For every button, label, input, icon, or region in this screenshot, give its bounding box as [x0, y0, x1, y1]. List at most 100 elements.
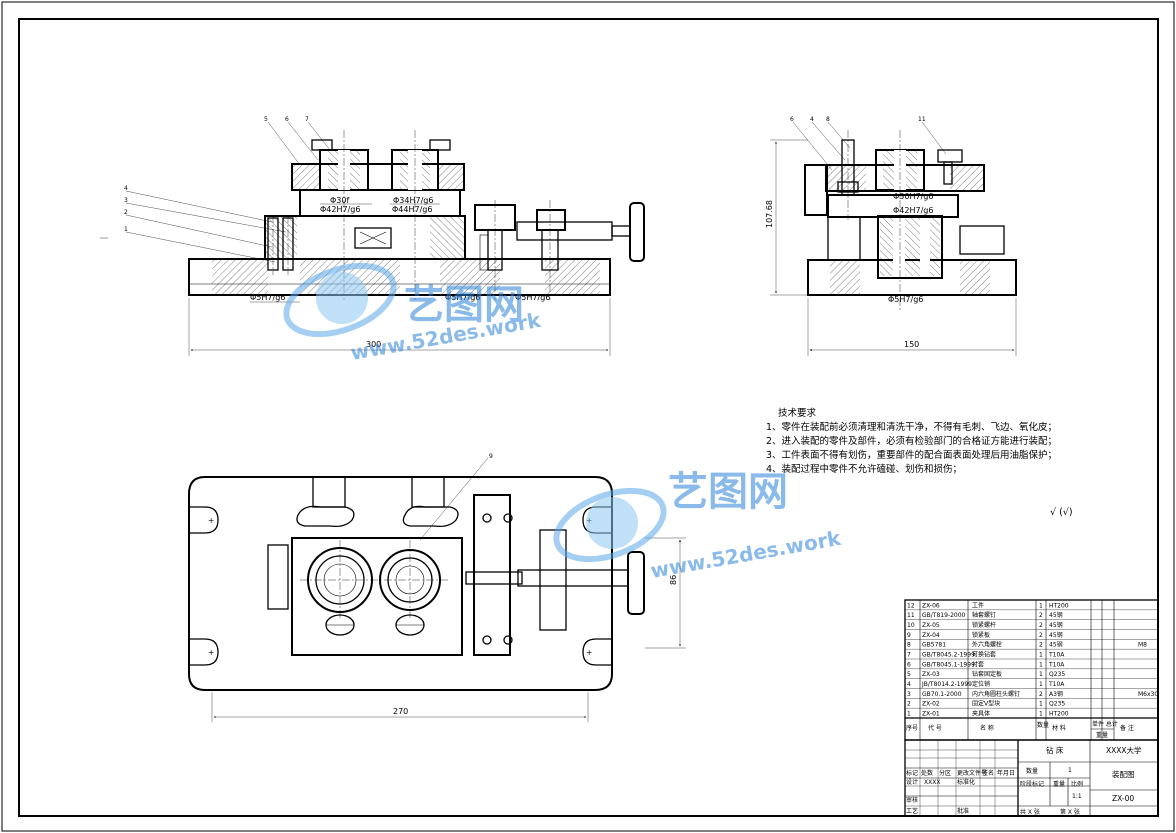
top-callout-9: 9: [489, 453, 493, 460]
tb-drawing-no: ZX-00: [1112, 794, 1134, 803]
bom-cell-seq: 6: [907, 661, 911, 668]
bom-cell-seq: 9: [907, 632, 911, 639]
bom-cell-qty: 2: [1039, 622, 1043, 629]
side-fit-2: Φ42H7/g6: [893, 206, 933, 215]
side-fit-1: Φ30H7/g6: [893, 192, 933, 201]
bom-cell-material: Q235: [1049, 701, 1065, 708]
sheet-inner-border: [18, 18, 1159, 817]
bom-cell-code: GB70.1-2000: [922, 691, 962, 698]
side-callout-4: 4: [810, 116, 814, 123]
tb-row-label: 分区: [939, 769, 951, 777]
tb-design-name: XXXX: [924, 779, 940, 786]
bom-cell-name: 可换钻套: [972, 651, 996, 659]
bom-cell-qty: 1: [1039, 602, 1043, 609]
tb-sheet-label: 共 X 张: [1020, 808, 1040, 816]
bom-cell-name: 衬套: [972, 660, 984, 668]
front-callout-1: 1: [124, 226, 128, 233]
front-fit-1: Φ30f: [330, 196, 349, 205]
front-overall-width-dim: 300: [366, 340, 381, 349]
title-block: 标记 处数 分区 更改文件号 签名 年月日 设计 XXXX 标准化 审核 工艺 …: [904, 739, 1159, 817]
bom-cell-seq: 7: [907, 652, 911, 659]
side-width-dim: 150: [904, 340, 919, 349]
bom-cell-material: T10A: [1048, 652, 1065, 659]
front-callout-3: 3: [124, 197, 128, 204]
bom-cell-material: 45钢: [1049, 631, 1063, 639]
front-fit-2: Φ42H7/g6: [320, 205, 360, 214]
bom-cell-qty: 1: [1039, 661, 1043, 668]
bom-cell-name: 锁紧板: [972, 631, 990, 639]
bom-cell-code: GB5781: [922, 642, 946, 649]
tb-row-label: 标记: [906, 769, 918, 777]
tech-req-item: 2、进入装配的零件及部件，必须有检验部门的合格证方能进行装配；: [766, 435, 1057, 447]
bom-cell-name: 夹具体: [972, 710, 990, 718]
bom-cell-qty: 2: [1039, 642, 1043, 649]
tb-scale-label: 比例: [1071, 780, 1083, 788]
bom-cell-code: ZX-04: [922, 632, 940, 639]
bom-cell-seq: 5: [907, 671, 911, 678]
front-fit-6: Φ5H7/g6: [445, 293, 480, 302]
technical-requirements: 技术要求 1、零件在装配前必须清理和清洗干净，不得有毛刺、飞边、氧化皮； 2、进…: [766, 407, 1057, 475]
bom-cell-code: GB/T8045.2-1999: [922, 652, 975, 659]
bom-cell-seq: 3: [907, 691, 911, 698]
bom-cell-name: 轴套螺钉: [972, 611, 996, 619]
bom-header-unit-total: 单件 总计: [1092, 720, 1118, 728]
tb-qty-value: 1: [1068, 767, 1072, 774]
side-callout-11: 11: [918, 116, 926, 123]
bom-cell-qty: 1: [1039, 711, 1043, 718]
bom-cell-remark: M6x30: [1138, 691, 1158, 698]
tb-qty-label: 数量: [1026, 767, 1038, 775]
bom-cell-qty: 2: [1039, 612, 1043, 619]
bom-cell-material: 45钢: [1049, 611, 1063, 619]
bom-cell-qty: 1: [1039, 652, 1043, 659]
bom-cell-seq: 2: [907, 701, 911, 708]
bom-header-weight: 重量: [1096, 731, 1108, 739]
tb-stage-label: 阶段标记: [1020, 780, 1044, 788]
svg-text:+: +: [586, 648, 592, 657]
roughness-symbol: √ (√): [1050, 507, 1073, 518]
front-callout-7: 7: [305, 116, 309, 123]
bom-cell-qty: 1: [1039, 701, 1043, 708]
bom-cell-code: ZX-01: [922, 711, 940, 718]
tech-req-item: 3、工件表面不得有划伤，重要部件的配合面表面处理后用油脂保护；: [766, 449, 1057, 461]
bom-cell-name: 外六角螺栓: [972, 641, 1002, 649]
bom-cell-material: T10A: [1048, 681, 1065, 688]
tb-std-label: 标准化: [957, 778, 975, 786]
bom-cell-name: 定位销: [972, 680, 990, 688]
side-height-dim: 107.68: [765, 200, 774, 228]
bom-cell-qty: 2: [1039, 691, 1043, 698]
bom-cell-material: A3钢: [1049, 690, 1063, 698]
front-fit-7: Φ5H7/g6: [515, 293, 550, 302]
bom-cell-qty: 2: [1039, 632, 1043, 639]
bom-cell-material: Q235: [1049, 671, 1065, 678]
tb-title: 装配图: [1112, 769, 1135, 779]
tb-row-label: 更改文件号: [957, 769, 987, 777]
bom-cell-code: JB/T8014.2-1999: [921, 681, 972, 688]
bom-cell-code: GB/T8045.1-1999: [922, 661, 975, 668]
bom-cell-seq: 10: [907, 622, 915, 629]
front-callout-6: 6: [285, 116, 289, 123]
bom-cell-name: 钻套固定板: [972, 670, 1002, 678]
bom-cell-seq: 8: [907, 642, 911, 649]
bom-cell-code: ZX-06: [922, 602, 940, 609]
bom-cell-code: ZX-02: [922, 701, 940, 708]
bom-cell-name: 内六角圆柱头螺钉: [972, 690, 1020, 698]
top-view: + + + +: [188, 453, 686, 722]
front-fit-5: Φ5H7/g6: [250, 293, 285, 302]
front-callout-4: 4: [124, 185, 128, 192]
bom-header-name: 名 称: [980, 724, 994, 732]
bom-header-qty: 数量: [1037, 721, 1049, 729]
bom-cell-material: HT200: [1049, 711, 1069, 718]
front-callout-5: 5: [264, 116, 268, 123]
front-callout-2: 2: [124, 209, 128, 216]
bom-cell-name: 固定V型块: [972, 700, 1000, 708]
watermark-right-url: www.52des.work: [649, 526, 843, 583]
top-width-dim: 270: [393, 707, 408, 716]
tech-req-item: 1、零件在装配前必须清理和清洗干净，不得有毛刺、飞边、氧化皮；: [766, 421, 1057, 433]
bom-cell-qty: 1: [1039, 671, 1043, 678]
bom-cell-material: 45钢: [1049, 621, 1063, 629]
svg-text:+: +: [208, 648, 214, 657]
tb-approve-label: 批准: [957, 807, 969, 815]
